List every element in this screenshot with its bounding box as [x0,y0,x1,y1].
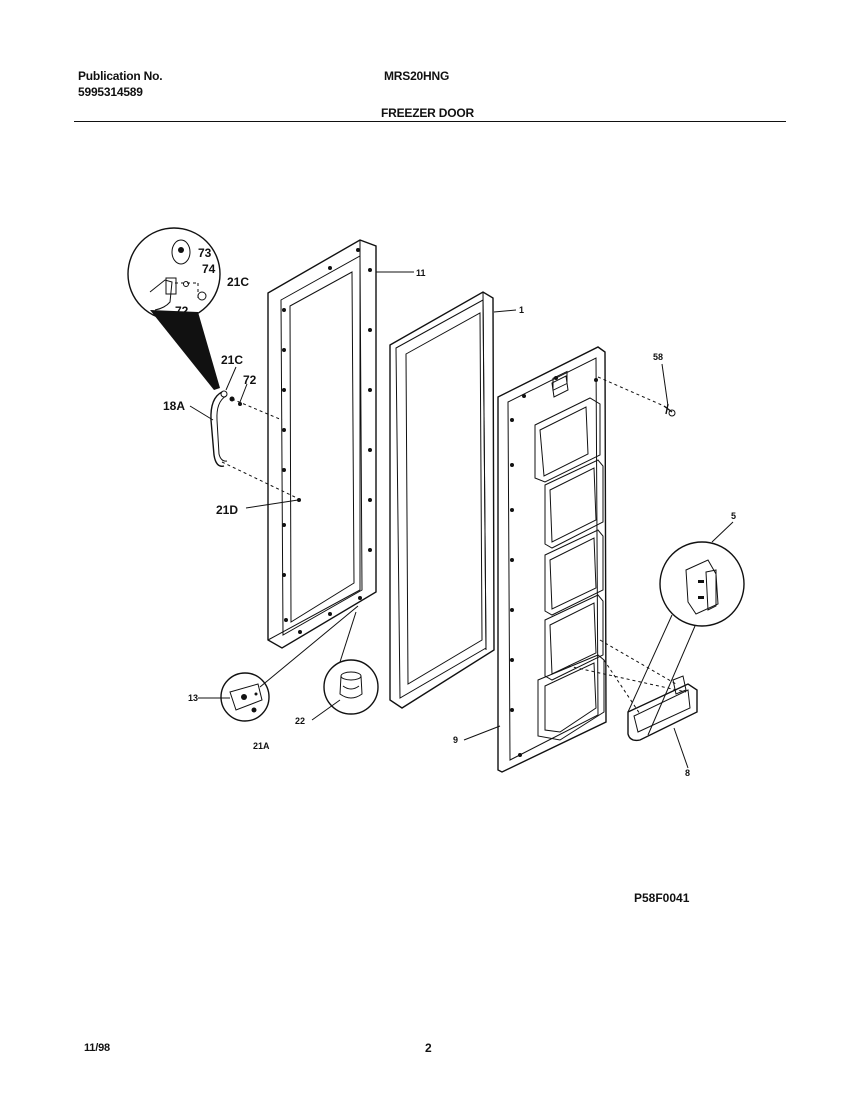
callout-73: 73 [198,246,212,260]
header-rule [74,121,786,122]
model-number: MRS20HNG [384,69,450,83]
callout-1: 1 [519,305,524,315]
part-11-door-frame [267,239,377,649]
callout-21A: 21A [253,741,270,751]
callout-5: 5 [731,511,736,521]
callout-8: 8 [685,768,690,778]
footer-date: 11/98 [84,1042,110,1054]
part-1-gasket [389,291,495,709]
callout-13: 13 [188,693,198,703]
part-18A-handle [210,390,228,467]
detail-circle-bushing [323,611,379,715]
callout-72-top: 72 [175,304,189,318]
callout-72: 72 [243,373,257,387]
callout-22: 22 [295,716,305,726]
part-8-shelf-bin [627,675,698,742]
callout-74: 74 [202,262,216,276]
callout-58: 58 [653,352,663,362]
publication-number: 5995314589 [78,85,143,99]
part-9-door-liner [497,346,607,773]
page-number: 2 [425,1041,432,1055]
detail-circle-bin-retainer [627,541,745,736]
publication-label: Publication No. [78,69,163,83]
callout-leaders [189,271,734,769]
hardware-fasteners [229,396,676,502]
callout-9: 9 [453,735,458,745]
callout-21C: 21C [221,353,243,367]
section-title: FREEZER DOOR [381,106,474,120]
figure-code: P58F0041 [634,891,690,905]
detail-circle-hinge-plate [220,605,359,722]
callout-18A: 18A [163,399,185,413]
callout-21D: 21D [216,503,238,517]
callout-11: 11 [416,268,426,278]
assembly-dash-lines [221,376,687,715]
callout-21C-top: 21C [227,275,249,289]
detail-circle-hinge [127,227,221,390]
